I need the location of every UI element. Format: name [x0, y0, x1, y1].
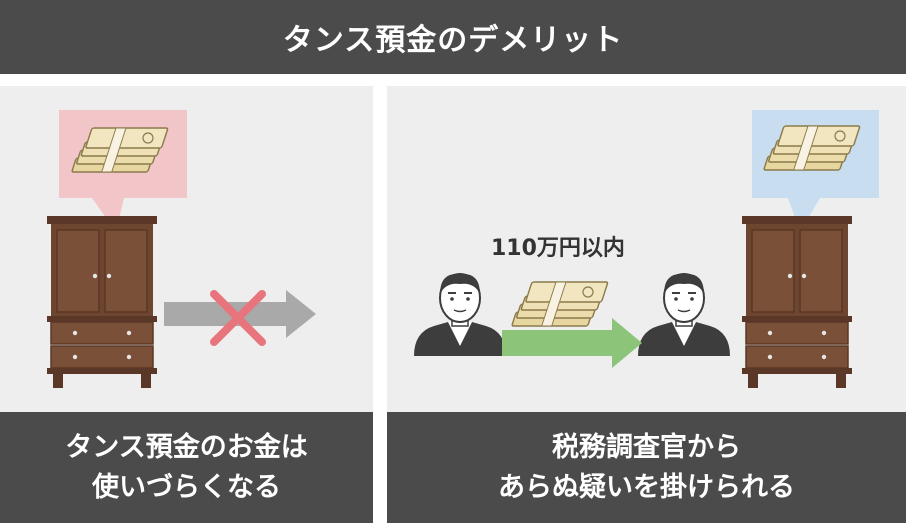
- amount-label: 110万円以内: [491, 236, 625, 261]
- right-caption: 税務調査官から あらぬ疑いを掛けられる: [387, 412, 906, 523]
- transfer-money-icon: [510, 281, 609, 327]
- receiver-person-icon: [637, 272, 731, 357]
- transfer-arrow: [502, 318, 642, 368]
- giver-person-icon: [413, 272, 507, 357]
- left-caption-line1: タンス預金のお金は: [65, 431, 308, 463]
- cross-icon: [210, 290, 266, 346]
- left-caption: タンス預金のお金は 使いづらくなる: [0, 412, 373, 523]
- wardrobe-icon: [46, 215, 158, 389]
- right-caption-line1: 税務調査官から: [552, 431, 741, 463]
- wardrobe-icon: [741, 215, 853, 389]
- page-title: タンス預金のデメリット: [0, 0, 906, 74]
- left-caption-line2: 使いづらくなる: [92, 471, 281, 503]
- right-caption-line2: あらぬ疑いを掛けられる: [498, 471, 795, 503]
